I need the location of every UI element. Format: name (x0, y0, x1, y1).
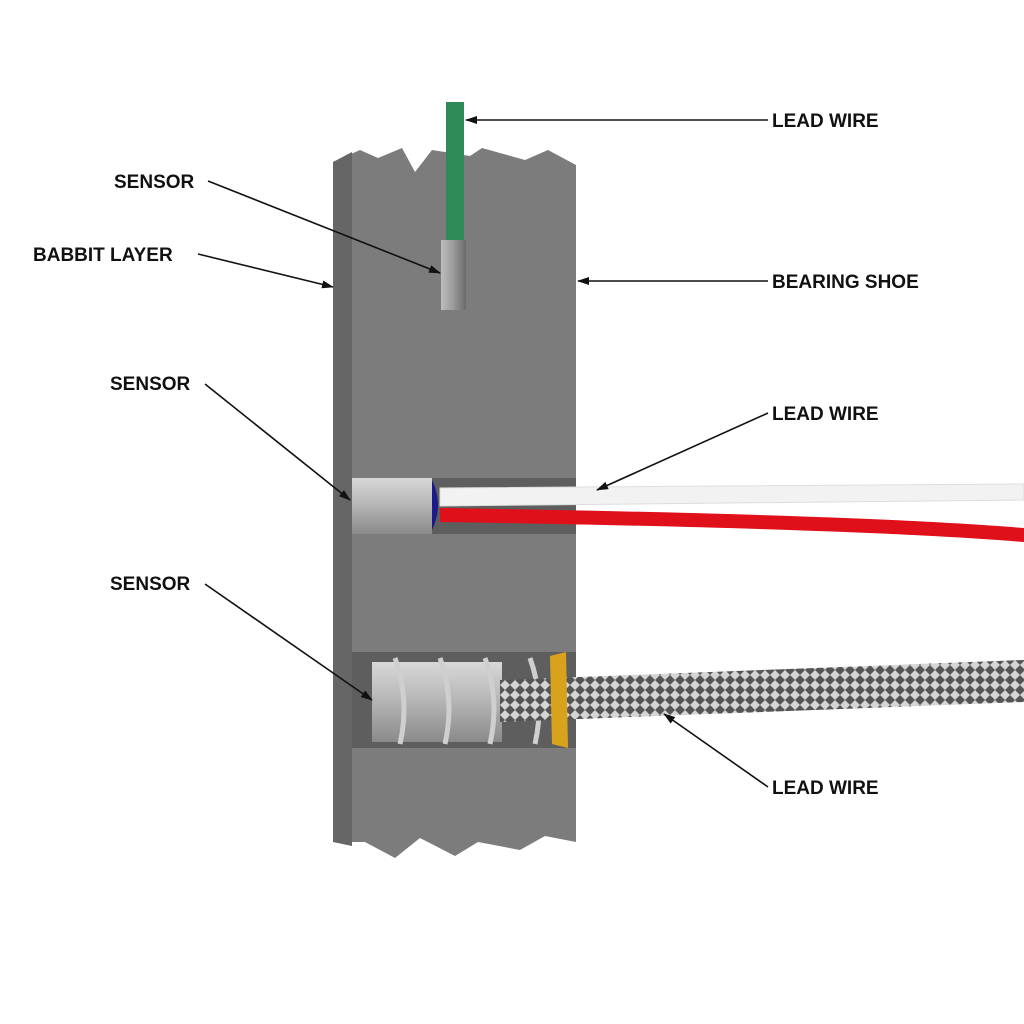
white-lead-wire (439, 483, 1024, 507)
green-lead-wire (446, 102, 464, 242)
bottom-sensor (372, 662, 502, 742)
label-sensor-top: SENSOR (114, 172, 195, 193)
leader-sensor-middle (204, 383, 351, 501)
retaining-clip (550, 652, 568, 748)
label-babbit-layer: BABBIT LAYER (33, 245, 173, 266)
leader-sensor-bottom (204, 583, 373, 701)
middle-sensor (352, 478, 432, 534)
red-lead-wire (440, 508, 1024, 542)
top-sensor-assembly (441, 102, 466, 310)
label-lead-wire-middle: LEAD WIRE (772, 404, 879, 425)
label-bearing-shoe: BEARING SHOE (772, 272, 919, 293)
leader-babbit-layer (197, 253, 334, 289)
label-sensor-bottom: SENSOR (110, 574, 191, 595)
leader-sensor-top (207, 180, 441, 274)
bottom-sensor-assembly (352, 652, 1024, 748)
sensor-seal (432, 480, 438, 530)
braided-lead-wire (500, 660, 1024, 722)
top-sensor (441, 240, 466, 310)
leader-lead-wire-middle (596, 412, 769, 491)
leader-lead-wire-bottom (663, 713, 769, 788)
label-sensor-middle: SENSOR (110, 374, 191, 395)
label-lead-wire-top: LEAD WIRE (772, 111, 879, 132)
label-lead-wire-bottom: LEAD WIRE (772, 778, 879, 799)
middle-sensor-assembly (352, 478, 1024, 542)
